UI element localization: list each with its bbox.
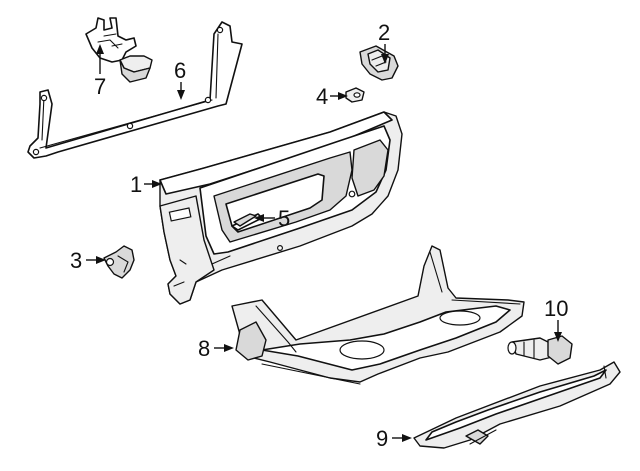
callout-8: 8: [198, 336, 234, 361]
latch-handle: [233, 213, 257, 227]
callout-10: 10: [544, 296, 568, 342]
callout-9: 9: [376, 426, 412, 451]
callout-2-label: 2: [378, 20, 390, 45]
callout-7-label: 7: [94, 74, 106, 99]
callout-9-label: 9: [376, 426, 388, 451]
callout-3-label: 3: [70, 248, 82, 273]
lock-cylinder: [359, 45, 399, 81]
callout-6-label: 6: [174, 58, 186, 83]
callout-1-label: 1: [130, 172, 142, 197]
door-inner-panel: [231, 245, 525, 385]
callout-8-label: 8: [198, 336, 210, 361]
callout-10-label: 10: [544, 296, 568, 321]
callout-5-label: 5: [278, 206, 290, 231]
callout-4: 4: [316, 84, 348, 109]
callout-5: 5: [254, 206, 290, 231]
support-frame: [27, 21, 243, 159]
callout-4-label: 4: [316, 84, 328, 109]
lamp-socket: [507, 335, 573, 365]
hinge-bracket: [103, 245, 135, 279]
callout-2: 2: [378, 20, 390, 64]
bumper: [345, 87, 365, 103]
callout-1: 1: [130, 172, 162, 197]
trim-panel: [413, 361, 621, 449]
callout-3: 3: [70, 248, 106, 273]
callout-6: 6: [174, 58, 186, 100]
callout-7: 7: [94, 44, 106, 99]
striker-bracket: [85, 17, 153, 83]
